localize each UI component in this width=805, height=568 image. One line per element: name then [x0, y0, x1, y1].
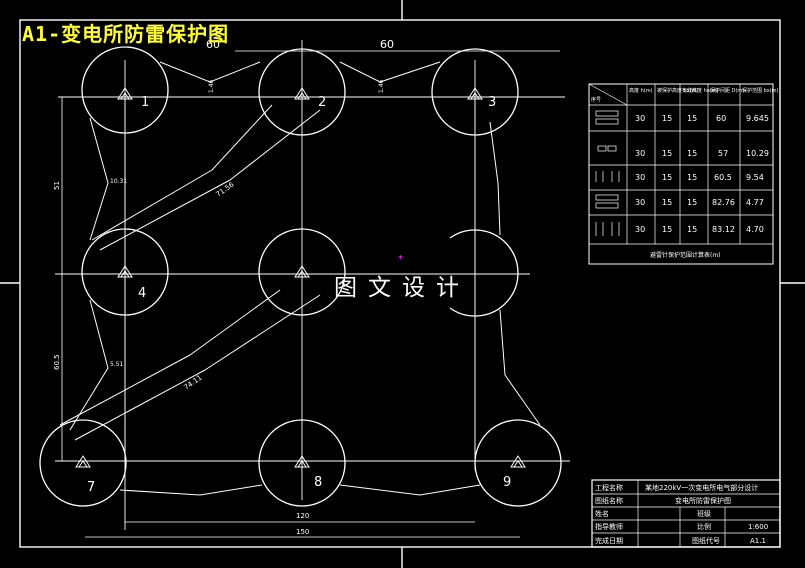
circle-4	[81, 228, 169, 316]
circle-8	[258, 419, 346, 507]
circle-9	[474, 419, 562, 507]
table-cell: 4.70	[746, 225, 764, 234]
tb-value-1: 变电所防雷保护图	[675, 496, 731, 505]
circle-3	[431, 48, 519, 136]
rod-2	[294, 87, 310, 100]
rod-8	[294, 455, 310, 468]
table-cell: 82.76	[712, 198, 735, 207]
dim-bottom-outer: 150	[296, 528, 309, 536]
dim-top-small: 60	[206, 38, 220, 51]
table-cell: 15	[687, 114, 697, 123]
rod-1	[117, 87, 133, 100]
circle-5	[258, 228, 346, 316]
table-cell: 4.77	[746, 198, 764, 207]
table-header-1: 高度 h(m)	[629, 87, 653, 94]
table-cell: 60	[716, 114, 726, 123]
rod-label-9: 9	[503, 475, 511, 490]
rod-4	[117, 265, 133, 278]
table-cell: 15	[687, 173, 697, 182]
table-cell: 15	[662, 114, 672, 123]
table-cell: 30	[635, 149, 645, 158]
dim-left-upper: 51	[53, 181, 61, 190]
table-header-3: 有效高度 ha(m)	[682, 87, 719, 94]
rod-7	[75, 455, 91, 468]
rod-5	[294, 265, 310, 278]
table-cell: 10.29	[746, 149, 769, 158]
protection-envelope	[59, 61, 541, 496]
table-header-2: 被保护高度 hx(m)	[657, 87, 699, 94]
table-cell: 15	[662, 149, 672, 158]
table-header-0: 序号	[591, 96, 601, 103]
tb-label-3: 指导教师	[595, 522, 623, 531]
dim-top-span: 60	[380, 38, 394, 51]
table-cell: 15	[662, 198, 672, 207]
rod-label-4: 4	[138, 286, 146, 301]
tb-extra-label-2: 班级	[697, 509, 711, 518]
dim-left-lower: 60.5	[53, 354, 61, 370]
rod-label-7: 7	[87, 480, 95, 495]
tb-label-4: 完成日期	[595, 536, 623, 545]
grid-lines	[55, 40, 570, 530]
tb-extra-value-3: 1:600	[748, 523, 768, 531]
protection-circles	[39, 46, 562, 507]
tb-label-0: 工程名称	[595, 483, 623, 492]
table-cell: 83.12	[712, 225, 735, 234]
tb-value-0: 某地220kV一次变电所电气部分设计	[645, 483, 758, 492]
dimension-lines	[61, 50, 560, 538]
circle-1	[81, 46, 169, 134]
table-footer: 避雷针保护范围计算表(m)	[650, 251, 721, 259]
drawing-title: A1-变电所防雷保护图	[22, 22, 230, 46]
tb-extra-value-4: A1.1	[750, 537, 766, 545]
protection-table: 序号 高度 h(m) 被保护高度 hx(m) 有效高度 ha(m) 保护间距 D…	[588, 83, 779, 265]
table-header-5: 保护范围 bx(m)	[742, 87, 779, 94]
table-header-4: 保护间距 D(m)	[710, 87, 744, 94]
table-cell: 57	[718, 149, 728, 158]
rod-9	[510, 455, 526, 468]
dim-gap-12: 1.46	[208, 79, 215, 93]
circle-6-arc	[449, 229, 519, 317]
accent-mark: *	[398, 254, 403, 265]
dim-side-14: 10.31	[110, 178, 127, 185]
dim-gap-23: 1.46	[378, 79, 385, 93]
table-cell: 30	[635, 198, 645, 207]
table-cell: 15	[687, 149, 697, 158]
circle-2	[258, 48, 346, 136]
table-cell: 15	[662, 225, 672, 234]
circle-7	[39, 419, 127, 507]
dim-side-47: 5.51	[110, 361, 124, 368]
tb-label-2: 姓名	[595, 509, 609, 518]
watermark-text: 图文设计	[334, 275, 470, 301]
table-cell: 9.645	[746, 114, 769, 123]
dim-bottom-inner: 120	[296, 512, 309, 520]
title-block: 工程名称 某地220kV一次变电所电气部分设计 图纸名称 变电所防雷保护图 姓名…	[591, 479, 781, 548]
table-cell: 60.5	[714, 173, 732, 182]
tb-extra-label-3: 比例	[697, 522, 711, 531]
rod-label-3: 3	[488, 95, 496, 110]
rod-label-2: 2	[318, 95, 326, 110]
table-cell: 15	[687, 225, 697, 234]
rod-label-1: 1	[141, 95, 149, 110]
table-cell: 30	[635, 225, 645, 234]
rod-markers	[75, 87, 526, 468]
tb-label-1: 图纸名称	[595, 496, 623, 505]
table-cell: 30	[635, 173, 645, 182]
table-cell: 15	[687, 198, 697, 207]
table-cell: 9.54	[746, 173, 764, 182]
table-cell: 15	[662, 173, 672, 182]
table-cell: 30	[635, 114, 645, 123]
tb-extra-label-4: 图纸代号	[692, 536, 720, 545]
rod-3	[467, 87, 483, 100]
rod-label-8: 8	[314, 475, 322, 490]
